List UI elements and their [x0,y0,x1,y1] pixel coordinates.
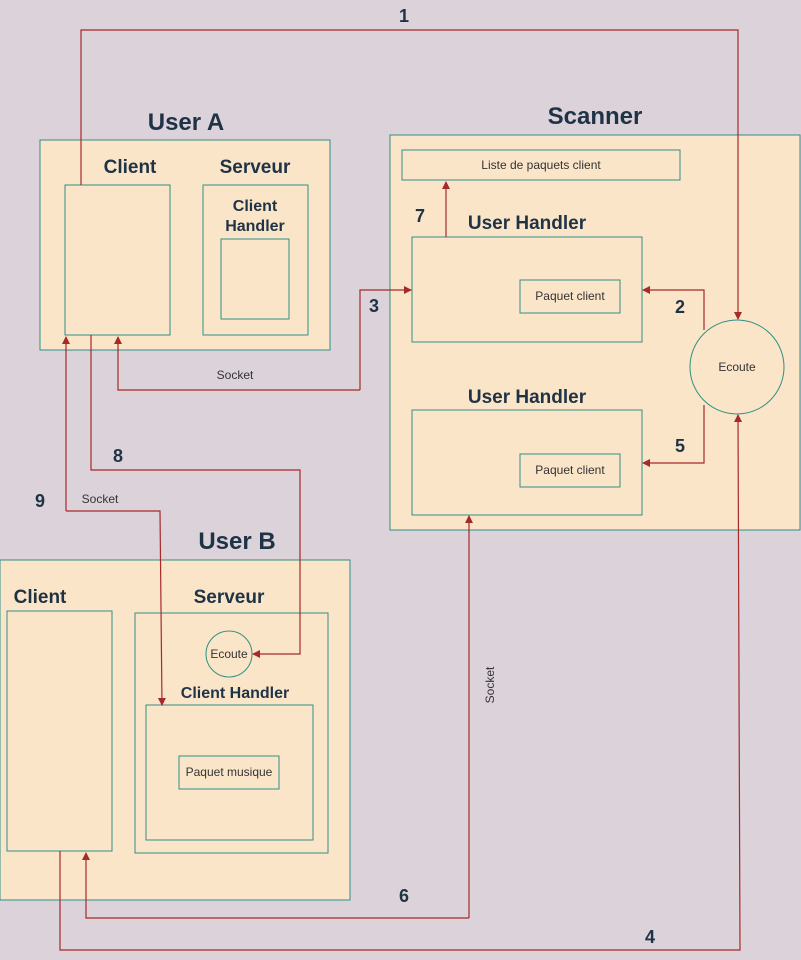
paquet-musique-box[interactable] [178,755,280,790]
user-b-serveur-label: Serveur [194,587,265,608]
edge-label-3: 3 [369,296,379,316]
user-b-client-box[interactable] [6,610,113,852]
user-a-client-handler-box[interactable] [220,238,290,320]
user-a-title: User A [148,109,224,136]
user-handler-1-title: User Handler [468,213,587,234]
socket-label-a: Socket [217,368,254,382]
edge-8-arrow [90,335,301,658]
edge-label-6: 6 [399,886,409,906]
paquet-client-1-label: Paquet client [535,289,605,303]
edge-label-9: 9 [35,491,45,511]
paquet-musique-label: Paquet musique [186,765,273,779]
scanner-title: Scanner [548,103,643,130]
edge-label-7: 7 [415,206,425,226]
scanner-ecoute-label: Ecoute [718,360,756,374]
socket-label-vertical: Socket [483,666,497,703]
user-a-serveur-label: Serveur [220,157,291,178]
edge-label-4: 4 [645,927,655,947]
socket-label-9: Socket [82,492,119,506]
user-b-client-label: Client [14,587,67,608]
user-b-title: User B [198,528,275,555]
user-handler-2-title: User Handler [468,387,587,408]
liste-paquets-label: Liste de paquets client [481,158,601,172]
paquet-client-2-box[interactable] [519,453,621,488]
liste-paquets-box[interactable] [401,149,681,181]
edge-5-arrow [642,405,705,467]
edge-9-arrow-down [66,510,166,706]
edge-label-1: 1 [399,6,409,26]
user-b-client-handler-label: Client Handler [181,685,289,702]
edge-3-socket-return [114,336,360,391]
edge-label-2: 2 [675,297,685,317]
user-a-client-handler-label-1: Client [233,198,278,215]
edge-3-arrow [359,286,412,390]
edge-6-arrow-left [82,852,469,919]
user-a-client-handler-label-2: Handler [225,218,285,235]
user-a-client-box[interactable] [64,184,171,336]
edge-label-5: 5 [675,436,685,456]
edge-label-8: 8 [113,446,123,466]
paquet-client-1-box[interactable] [519,279,621,314]
user-a-client-label: Client [104,157,157,178]
user-b-ecoute-label: Ecoute [210,647,248,661]
edge-4-arrow [59,414,743,951]
paquet-client-2-label: Paquet client [535,463,605,477]
edge-2-arrow [642,286,705,330]
edge-1-arrow [80,29,742,320]
scanner-ecoute-circle[interactable] [689,319,785,415]
